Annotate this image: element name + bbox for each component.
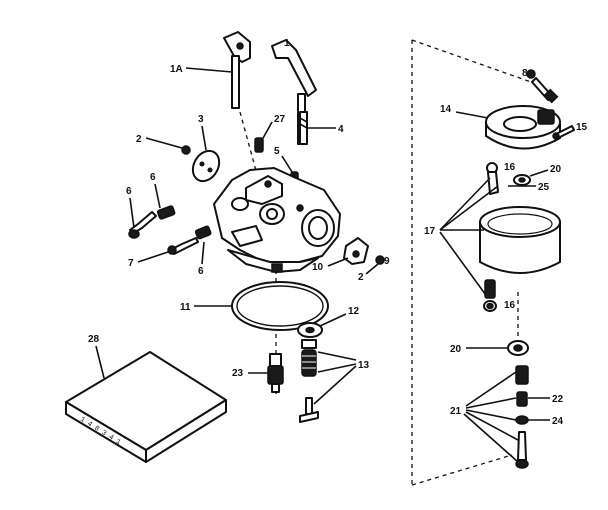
callout-9: 9 <box>384 256 390 267</box>
callout-11: 11 <box>180 302 232 313</box>
callout-28: 28 <box>88 334 105 379</box>
callout-7-label: 7 <box>128 258 134 269</box>
callout-5-label: 5 <box>274 146 280 157</box>
callout-1: 1 <box>284 38 290 49</box>
part-11-gasket <box>231 281 329 331</box>
callout-21: 21 <box>450 371 519 463</box>
callout-16-upper-label: 16 <box>504 162 516 173</box>
callout-12: 12 <box>319 306 360 327</box>
part-21-jet-assembly <box>515 365 529 469</box>
callout-2-lower-label: 2 <box>358 272 364 283</box>
part-3-plate <box>191 149 221 183</box>
callout-23: 23 <box>232 368 268 379</box>
part-2-upper-screw <box>181 145 191 155</box>
callout-20-upper: 20 <box>529 164 562 177</box>
part-6-idle-screw <box>128 211 157 239</box>
callout-25-label: 25 <box>538 182 550 193</box>
callout-6-a-label: 6 <box>126 186 132 197</box>
callout-24: 24 <box>528 416 564 427</box>
part-4 <box>299 111 308 145</box>
callout-4-label: 4 <box>338 124 344 135</box>
callout-15-label: 15 <box>576 122 588 133</box>
callout-3: 3 <box>198 114 207 151</box>
part-12-washer <box>297 322 323 338</box>
part-10-bracket <box>343 237 369 265</box>
callout-11-label: 11 <box>180 302 191 313</box>
callout-6-a: 6 <box>126 186 135 229</box>
callout-8: 8 <box>522 68 528 79</box>
callout-5: 5 <box>274 146 293 173</box>
part-6-spring <box>156 205 176 220</box>
callout-1a-label: 1A <box>170 64 183 75</box>
callout-6-b: 6 <box>150 172 161 209</box>
part-23-jet <box>267 353 284 393</box>
callout-27: 27 <box>261 114 286 141</box>
callout-28-label: 28 <box>88 334 100 345</box>
part-17-float <box>479 206 561 274</box>
callout-12-label: 12 <box>348 306 360 317</box>
callout-10: 10 <box>312 257 349 273</box>
callout-14-label: 14 <box>440 104 452 115</box>
part-16-pin-upper <box>486 162 499 195</box>
callout-24-label: 24 <box>552 416 564 427</box>
callout-14: 14 <box>440 104 489 119</box>
callout-8-label: 8 <box>522 68 528 79</box>
callout-20-lower-label: 20 <box>450 344 462 355</box>
callout-9-label: 9 <box>384 256 390 267</box>
callout-2-upper-label: 2 <box>136 134 142 145</box>
callout-16-upper: 16 <box>504 162 516 173</box>
part-14-bowl-cover <box>485 105 561 150</box>
callout-21-label: 21 <box>450 406 462 417</box>
part-16-pin-lower <box>483 279 497 312</box>
throttle-shaft-1a <box>223 31 251 109</box>
callout-15: 15 <box>576 122 588 133</box>
part-15-screw <box>552 125 575 140</box>
callout-17: 17 <box>424 177 499 299</box>
callout-10-label: 10 <box>312 262 324 273</box>
carburetor-body <box>213 167 341 273</box>
callout-17-label: 17 <box>424 226 436 237</box>
callout-7: 7 <box>128 251 169 269</box>
callout-13: 13 <box>313 351 370 405</box>
part-8-screw <box>526 69 559 104</box>
callout-3-label: 3 <box>198 114 204 125</box>
callout-16-lower: 16 <box>504 300 516 311</box>
callout-6-c-label: 6 <box>198 266 204 277</box>
callout-6-c: 6 <box>198 241 205 277</box>
callout-20-lower: 20 <box>450 344 508 355</box>
callout-22-label: 22 <box>552 394 564 405</box>
part-28-kit-box: 1 4 8 3 4 1 <box>65 351 227 463</box>
callout-20-upper-label: 20 <box>550 164 562 175</box>
callout-6-b-label: 6 <box>150 172 156 183</box>
part-20-washer-upper <box>513 174 531 186</box>
callout-16-lower-label: 16 <box>504 300 516 311</box>
callout-2-upper: 2 <box>136 134 183 149</box>
callout-27-label: 27 <box>274 114 286 125</box>
part-7-screw <box>167 225 212 255</box>
callout-1a: 1A <box>170 64 233 75</box>
callout-4: 4 <box>308 124 344 135</box>
callout-13-label: 13 <box>358 360 370 371</box>
part-20-washer-lower <box>507 340 529 356</box>
callout-23-label: 23 <box>232 368 244 379</box>
callout-22: 22 <box>528 394 564 405</box>
callout-25: 25 <box>508 182 550 193</box>
part-27 <box>254 137 264 153</box>
part-9-screw <box>375 255 385 265</box>
part-13-needle-valve <box>299 339 319 423</box>
callout-1-label: 1 <box>284 38 290 49</box>
callout-2-lower: 2 <box>358 263 379 283</box>
